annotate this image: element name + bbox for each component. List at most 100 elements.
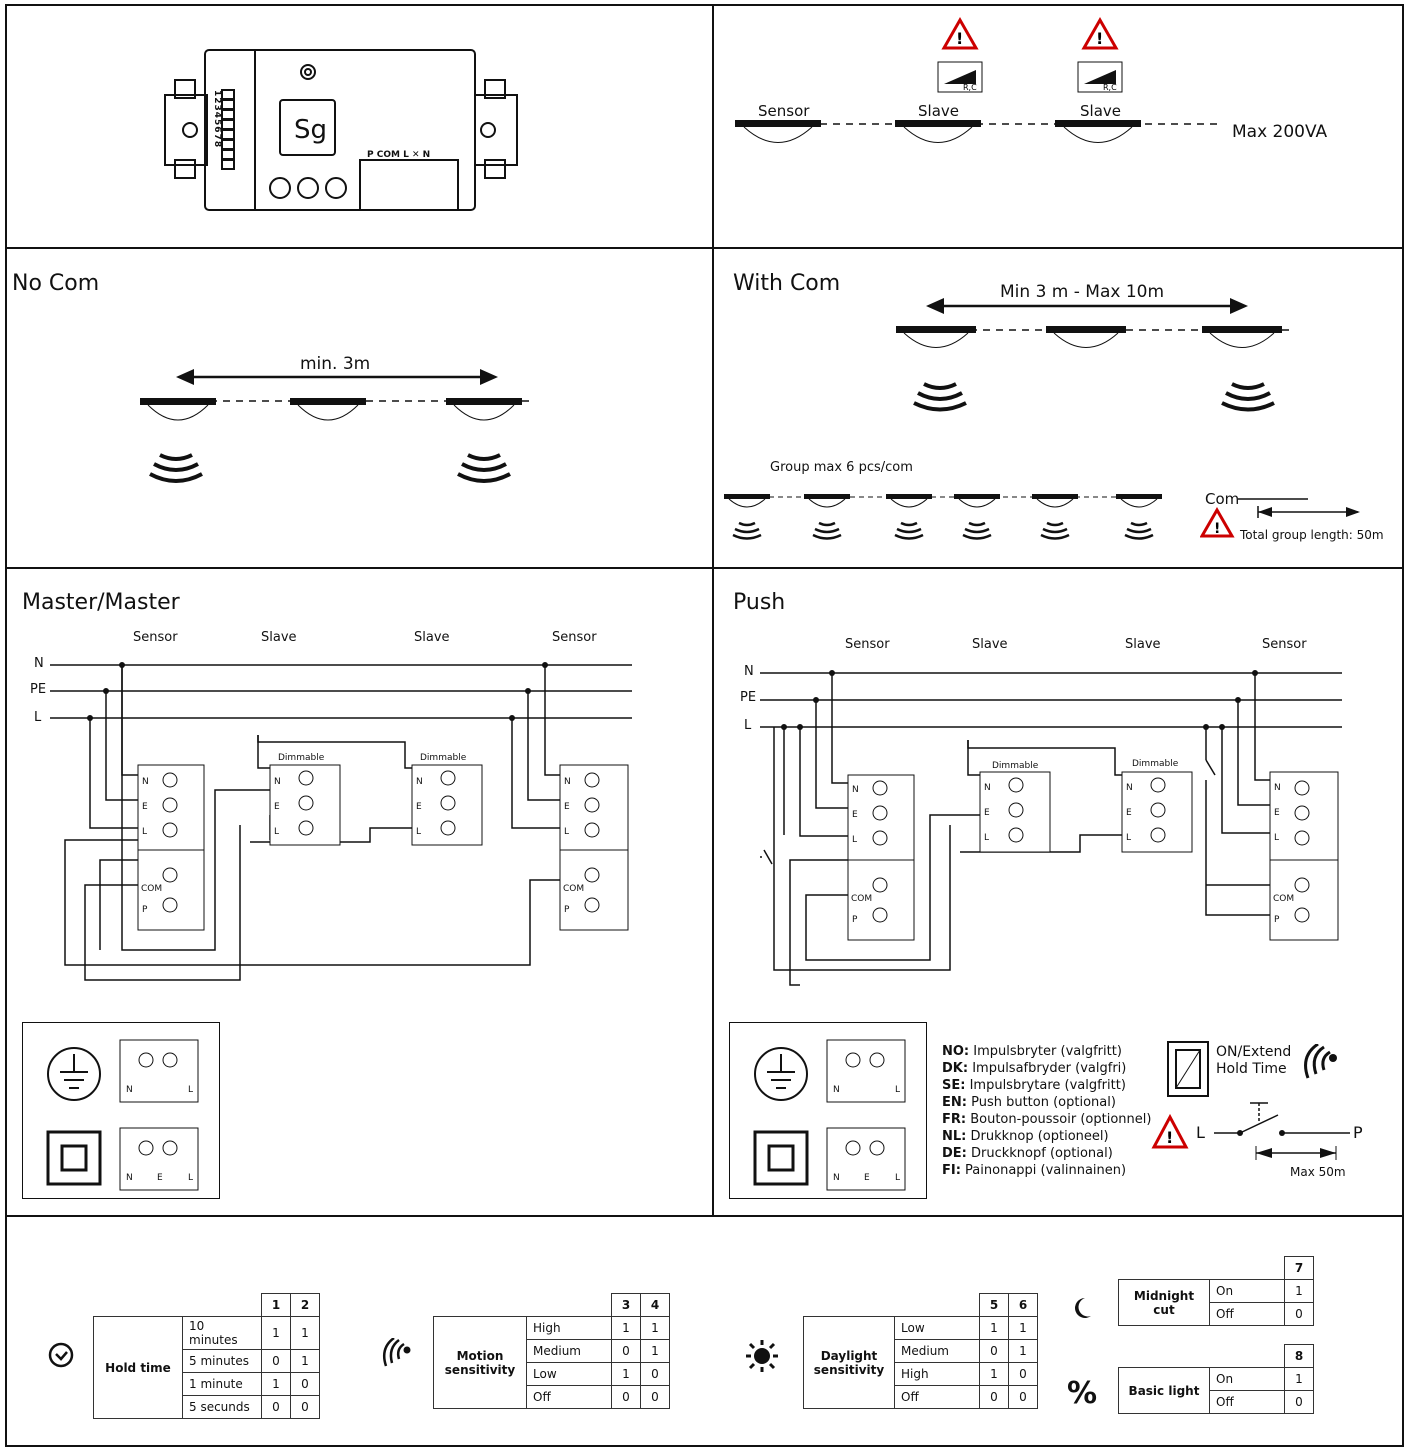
moon-icon [1075,1298,1091,1318]
terminal-block [559,764,629,931]
warning-icon: ! [1081,16,1119,50]
svg-text:E: E [274,802,280,812]
svg-text:R,C: R,C [963,83,977,92]
svg-text:L: L [188,1173,193,1183]
panel-dip-tables [5,1215,1404,1447]
sensor-icon [140,398,216,421]
svg-text:L: L [1274,833,1279,843]
sensor-label: Sensor [758,102,810,120]
svg-text:Dimmable: Dimmable [1132,759,1179,769]
with-com-title: With Com [733,271,841,296]
com-length-diagram: ! [1200,498,1360,538]
push-line-pe: PE [740,690,757,705]
with-com-diagram [896,298,1290,412]
double-insulation-icon [753,1130,809,1186]
svg-text:L: L [188,1085,193,1095]
svg-text:N: N [142,777,149,787]
sun-icon [746,1340,778,1372]
sensor-icon [735,120,821,143]
svg-text:COM: COM [141,884,162,894]
svg-text:Dimmable: Dimmable [992,761,1039,771]
legend-row: FR: Bouton-poussoir (optionnel) [942,1112,1152,1127]
wall-switch-icon [1167,1041,1209,1097]
on-extend-label: ON/Extend Hold Time [1216,1044,1292,1077]
svg-text:N: N [1274,783,1281,793]
svg-text:L: L [984,833,989,843]
group-diagram [724,494,1162,540]
svg-text:N: N [984,783,991,793]
svg-text:E: E [142,802,148,812]
sensor-icon [1202,326,1282,348]
svg-text:P: P [1274,915,1280,925]
svg-text:COM: COM [563,884,584,894]
slave-icon [895,120,981,143]
svg-text:L: L [416,827,421,837]
slave-chain-diagram: ! ! R,C R,C [735,16,1220,143]
svg-text:P: P [142,905,148,915]
svg-text:E: E [564,802,570,812]
svg-text:N: N [833,1085,840,1095]
svg-text:L: L [1126,833,1131,843]
slave-label-1: Slave [918,102,959,120]
sensor-icon [896,326,976,348]
warning-icon: ! [1151,1113,1189,1149]
svg-text:E: E [1126,808,1132,818]
legend-row: EN: Push button (optional) [942,1095,1116,1110]
svg-text:N: N [126,1085,133,1095]
slave-icon [1055,120,1141,143]
svg-text:L: L [895,1085,900,1095]
svg-text:N: N [564,777,571,787]
svg-text:P: P [852,915,858,925]
svg-text:N: N [852,785,859,795]
terminal-block [269,764,341,846]
terminal-block [137,764,205,931]
legend-row: NO: Impulsbryter (valgfritt) [942,1044,1122,1059]
group-max-label: Group max 6 pcs/com [770,460,913,475]
svg-text:!: ! [1166,1128,1173,1147]
motion-waves-icon [732,521,1154,540]
push-col-slave-1: Slave [972,637,1008,652]
svg-text:E: E [852,810,858,820]
svg-text:Dimmable: Dimmable [420,753,467,763]
push-line-n: N [744,664,754,679]
dimmer-icon: R,C [937,61,983,93]
push-line-l: L [744,718,752,733]
warning-icon: ! [1200,506,1235,538]
svg-text:N: N [833,1173,840,1183]
master-col-slave-1: Slave [261,630,297,645]
device-illustration: Sg P COM L ✕ N 12345678 [164,49,518,211]
svg-text:L: L [564,827,569,837]
push-col-sensor-1: Sensor [845,637,890,652]
device-logo: Sg [294,115,327,145]
svg-text:E: E [157,1173,163,1183]
push-button-switch-symbol [760,849,773,865]
earth-icon [754,1047,808,1101]
device-dip-numbers: 12345678 [212,90,222,148]
svg-text:E: E [416,802,422,812]
svg-text:!: ! [956,29,963,48]
warning-icon: ! [941,16,979,50]
svg-text:COM: COM [851,894,872,904]
push-wire-diagram: ! [1151,1102,1350,1160]
svg-text:N: N [416,777,423,787]
line-l: L [34,710,42,725]
svg-text:L: L [852,835,857,845]
push-col-sensor-2: Sensor [1262,637,1307,652]
master-col-sensor-2: Sensor [552,630,597,645]
slave-label-2: Slave [1080,102,1121,120]
master-title: Master/Master [22,590,180,615]
master-col-slave-2: Slave [414,630,450,645]
master-col-sensor-1: Sensor [133,630,178,645]
double-insulation-icon [46,1130,102,1186]
total-length-label: Total group length: 50m [1240,528,1384,542]
legend-row: NL: Drukknop (optioneel) [942,1129,1109,1144]
percent-icon: % [1067,1376,1098,1411]
push-col-slave-2: Slave [1125,637,1161,652]
sensor-icon [290,398,366,421]
svg-text:!: ! [1214,521,1220,537]
